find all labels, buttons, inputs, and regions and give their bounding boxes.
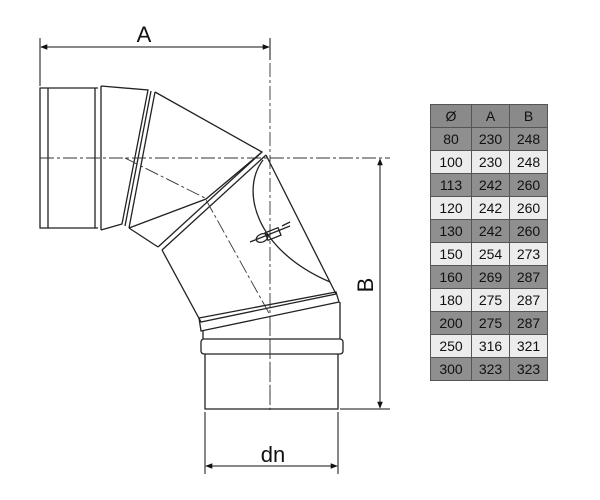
cell-diameter: 160 xyxy=(430,265,472,289)
cell-b: 323 xyxy=(509,357,548,381)
cell-a: 275 xyxy=(471,288,510,312)
elbow-segment-4 xyxy=(161,154,337,323)
cell-a: 254 xyxy=(471,242,510,266)
cell-b: 273 xyxy=(509,242,548,266)
dimension-dn xyxy=(204,412,339,474)
cell-b: 260 xyxy=(509,196,548,220)
cell-b: 248 xyxy=(509,150,548,174)
coupling-ring-lower xyxy=(200,338,344,355)
cell-a: 275 xyxy=(471,311,510,335)
dimension-b-label: B xyxy=(353,278,378,293)
elbow-segment-3 xyxy=(128,91,264,229)
cell-diameter: 130 xyxy=(430,219,472,243)
cell-b: 260 xyxy=(509,173,548,197)
dimension-dn-label: dn xyxy=(261,442,285,467)
cell-a: 230 xyxy=(471,127,510,151)
cell-b: 287 xyxy=(509,288,548,312)
cell-a: 269 xyxy=(471,265,510,289)
header-a: A xyxy=(471,104,510,128)
cell-a: 230 xyxy=(471,150,510,174)
center-lines xyxy=(40,40,390,410)
cell-diameter: 250 xyxy=(430,334,472,358)
header-diameter: Ø xyxy=(430,104,472,128)
cell-a: 242 xyxy=(471,173,510,197)
dimension-a-label: A xyxy=(137,22,152,47)
cell-a: 323 xyxy=(471,357,510,381)
cell-b: 287 xyxy=(509,311,548,335)
cell-a: 242 xyxy=(471,196,510,220)
coupling-ring-upper xyxy=(198,291,340,332)
dimension-a xyxy=(39,38,271,86)
table-header-row: Ø A B xyxy=(430,104,548,128)
elbow-pipe-outline xyxy=(39,85,344,410)
cell-b: 248 xyxy=(509,127,548,151)
header-b: B xyxy=(509,104,548,128)
inspection-cover xyxy=(252,159,331,283)
cell-diameter: 200 xyxy=(430,311,472,335)
outlet-segment xyxy=(204,354,339,410)
cell-diameter: 150 xyxy=(430,242,472,266)
elbow-segment-2 xyxy=(100,85,149,231)
dimension-b xyxy=(340,158,390,410)
cover-clamp-icon xyxy=(249,221,291,243)
cell-diameter: 100 xyxy=(430,150,472,174)
cell-a: 242 xyxy=(471,219,510,243)
cell-diameter: 180 xyxy=(430,288,472,312)
cell-diameter: 113 xyxy=(430,173,472,197)
cell-b: 321 xyxy=(509,334,548,358)
cell-diameter: 120 xyxy=(430,196,472,220)
cell-a: 316 xyxy=(471,334,510,358)
cell-b: 260 xyxy=(509,219,548,243)
cell-diameter: 300 xyxy=(430,357,472,381)
cell-b: 287 xyxy=(509,265,548,289)
cell-diameter: 80 xyxy=(430,127,472,151)
